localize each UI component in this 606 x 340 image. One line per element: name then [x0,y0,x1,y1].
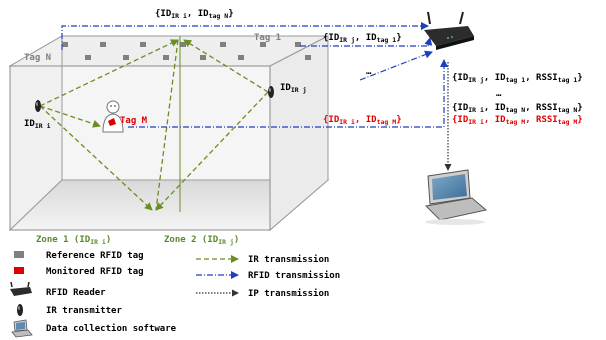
top-id-set-label: {IDIR i, IDtag N} [155,9,234,20]
legend: Reference RFID tag Monitored RFID tag RF… [10,251,340,338]
room-box [8,35,330,232]
reader-data-list: {IDIR j, IDtag 1, RSSItag 1} … {IDIR i, ID… [452,73,583,126]
ir-transmission-lines [39,39,269,211]
legend-ir-transmitter: IR transmitter [46,305,122,316]
tag-m-label: Tag M [120,116,148,126]
ir-transmitter-i-icon [35,100,41,112]
zone-1-label: Zone 1 (IDIR i) [36,235,111,246]
rfid-reader-icon [424,11,474,50]
reader-list-row: {IDIR i, IDtag N, RSSItag N} [452,103,583,114]
ir-transmitter-j-icon [268,86,274,98]
legend-rfid-transmission: RFID transmission [248,270,340,281]
reader-list-row: … [496,89,502,99]
legend-ir-transmitter-icon [17,304,23,316]
legend-software: Data collection software [46,323,177,334]
legend-monitored-tag: Monitored RFID tag [46,266,144,277]
legend-reference-tag: Reference RFID tag [46,251,144,261]
legend-ip-transmission: IP transmission [248,288,329,299]
tag-1-label: Tag 1 [254,33,281,43]
legend-ir-transmission: IR transmission [248,254,329,265]
reader-list-row: {IDIR i, IDtag M, RSSItag M} [452,115,583,126]
monitored-tag-icon [108,118,116,126]
reference-tags [62,42,311,60]
legend-reader-icon [10,281,32,296]
reader-list-row: {IDIR j, IDtag 1, RSSItag 1} [452,73,583,84]
tag1-id-set-label: {IDIR j, IDtag 1} [323,33,402,44]
legend-reader: RFID Reader [46,288,106,298]
zone-2-label: Zone 2 (IDIR j) [164,235,239,246]
tag-n-label: Tag N [24,53,51,63]
legend-reference-tag-swatch [14,251,24,258]
id-ir-i-label: IDIR i [24,119,51,130]
rfid-transmission-lines [61,22,448,128]
ellipsis-label: … [366,67,372,77]
legend-monitored-tag-swatch [14,267,24,274]
tagm-id-set-label: {IDIR i, IDtag M} [323,115,402,126]
id-ir-j-label: IDIR j [280,83,307,94]
legend-laptop-icon [11,319,33,338]
laptop-icon [424,169,488,225]
